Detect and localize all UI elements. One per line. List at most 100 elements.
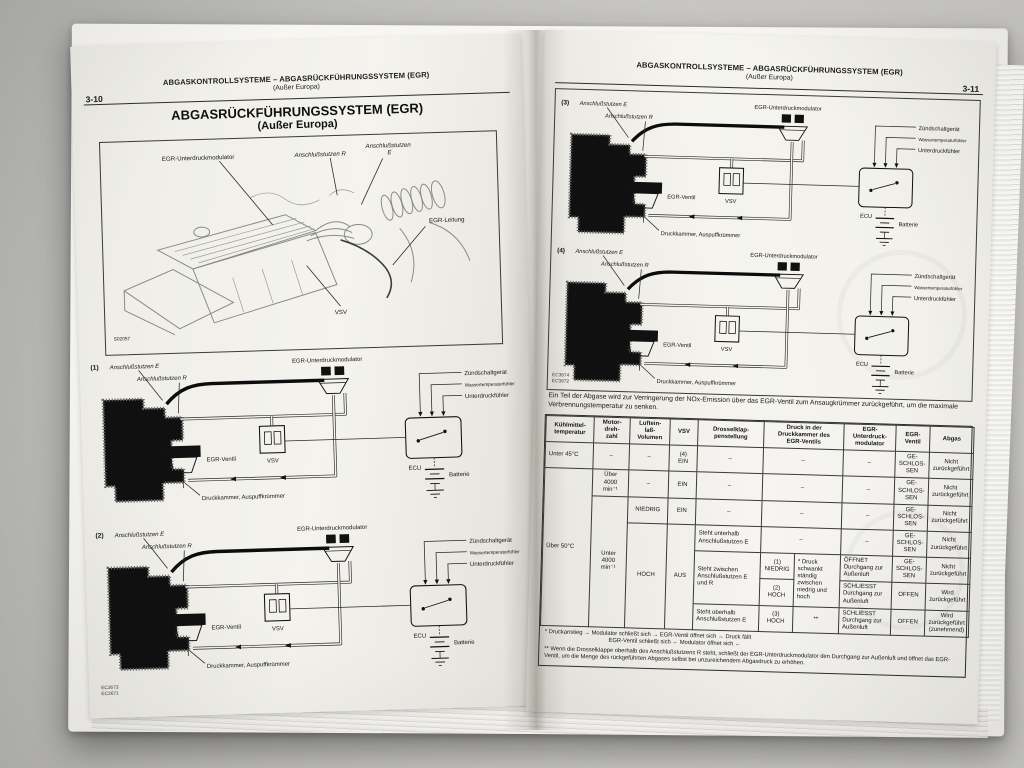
vacuum-sensor-label: Unterdruckfühler <box>918 148 960 155</box>
battery-symbol <box>429 625 450 666</box>
leader-line <box>602 255 625 286</box>
flow-arrow <box>235 644 242 650</box>
pipe-modulator-to-valve <box>644 290 790 369</box>
egr-vacuum-modulator <box>772 262 805 289</box>
egr-operation-table: Kühlmittel- temperatur Motor- dreh- zahl… <box>540 415 975 638</box>
egr-vacuum-modulator <box>316 366 350 395</box>
intake-manifold-shape <box>106 565 191 672</box>
col-throttle: Drosselklap- penstellung <box>697 419 765 448</box>
port-e-label: Anschlußstutzen E <box>114 532 166 540</box>
ecu-label: ECU <box>408 466 421 472</box>
engine-port-e-label: Anschlußstutzen <box>364 142 411 150</box>
pipe-port-e-to-modulator <box>170 546 330 574</box>
schematic-1: (1) <box>86 346 524 511</box>
pipe-port-e-to-modulator <box>626 270 781 291</box>
schematics-figure-box: (3) <box>546 88 981 402</box>
leader-line <box>642 121 646 151</box>
water-temp-label: Wassertemperaturfühler <box>914 285 963 291</box>
port-r-label: Anschlußstutzen R <box>600 261 649 268</box>
ecu-label: ECU <box>413 634 426 640</box>
ignition-label: Zündschaltgerät <box>469 538 512 545</box>
schematic-3: (3) <box>554 93 974 250</box>
leader-line <box>188 649 206 664</box>
flow-arrow <box>688 214 695 220</box>
leader-line <box>143 538 168 569</box>
engine-port-r-label: Anschlußstutzen R <box>293 150 346 159</box>
battery-label: Batterie <box>454 640 475 647</box>
battery-symbol <box>424 457 445 498</box>
vsv-component <box>714 315 740 343</box>
vsv-component <box>258 425 286 454</box>
ecu-input-lines <box>418 371 463 417</box>
ecu-component <box>858 167 914 209</box>
modulator-label: EGR-Unterdruckmodulator <box>754 105 822 113</box>
ecu-input-lines <box>423 539 468 585</box>
engine-figure: EGR-Unterdruckmodulator Anschlußstutzen … <box>98 130 504 356</box>
figure-codes: EC3674 EC3672 <box>551 373 570 385</box>
col-rpm: Motor- dreh- zahl <box>593 416 631 445</box>
engine-modulator-label: EGR-Unterdruckmodulator <box>162 154 235 163</box>
vsv-label: VSV <box>267 458 279 464</box>
pressure-chamber-label: Druckkammer, Auspuffkrümmer <box>207 662 290 670</box>
col-vsv: VSV <box>669 418 699 446</box>
engine-port-e-label2: E <box>387 149 392 156</box>
egr-valve-label: EGR-Ventil <box>667 194 695 201</box>
vacuum-sensor-label: Unterdruckfühler <box>465 393 509 400</box>
battery-label: Batterie <box>898 222 918 229</box>
engine-line-art: EGR-Unterdruckmodulator Anschlußstutzen … <box>114 142 471 343</box>
port-e-label: Anschlußstutzen E <box>574 249 623 256</box>
pipe-port-e-to-modulator <box>165 378 325 406</box>
pressure-chamber-label: Druckkammer, Auspuffkrümmer <box>657 379 737 387</box>
water-temp-label: Wassertemperaturfühler <box>470 549 521 555</box>
water-temp-label: Wassertemperaturfühler <box>918 137 967 143</box>
modulator-label: EGR-Unterdruckmodulator <box>292 357 362 365</box>
battery-symbol <box>875 207 895 246</box>
schematic-index-label: (2) <box>95 533 103 540</box>
schematic-4: (4) <box>550 241 970 398</box>
ecu-label: ECU <box>860 214 872 220</box>
water-temp-label: Wassertemperaturfühler <box>465 381 516 387</box>
flow-arrow <box>280 475 286 480</box>
ecu-component <box>404 416 463 459</box>
egr-valve-component <box>168 613 206 657</box>
egr-vacuum-modulator <box>321 534 355 563</box>
vsv-component <box>718 167 745 195</box>
page-number: 3-11 <box>962 83 980 94</box>
ignition-label: Zündschaltgerät <box>919 126 960 133</box>
pipe-modulator-to-valve <box>187 395 338 482</box>
intake-manifold-shape <box>567 132 648 235</box>
port-e-label: Anschlußstutzen E <box>109 364 161 372</box>
port-e-label: Anschlußstutzen E <box>579 101 628 108</box>
col-exhaust: Abgas <box>929 426 975 454</box>
ecu-component <box>853 315 910 357</box>
flow-arrow <box>684 362 691 367</box>
port-r-label: Anschlußstutzen R <box>136 375 188 383</box>
modulator-label: EGR-Unterdruckmodulator <box>297 525 367 533</box>
vsv-label: VSV <box>272 626 284 632</box>
col-modulator: EGR- Unterdruck- modulator <box>843 423 897 452</box>
egr-vacuum-schematic: (2) <box>95 525 521 672</box>
battery-symbol <box>871 355 890 394</box>
engine-vsv-label: VSV <box>335 309 348 316</box>
col-chamber-pressure: Druck in der Druckkammer des EGR-Ventils <box>763 421 845 451</box>
pressure-chamber-label: Druckkammer, Auspuffkrümmer <box>202 494 285 502</box>
ecu-label: ECU <box>856 362 868 368</box>
ignition-label: Zündschaltgerät <box>914 274 955 281</box>
egr-valve-label: EGR-Ventil <box>663 342 691 349</box>
schematic-index-label: (3) <box>561 99 569 106</box>
ecu-input-lines <box>868 273 912 316</box>
page-3-10: ABGASKONTROLLSYSTEME – ABGASRÜCKFÜHRUNGS… <box>70 33 540 719</box>
vsv-label: VSV <box>721 347 733 353</box>
vacuum-sensor-label: Unterdruckfühler <box>470 561 514 568</box>
wire-vsv-ecu <box>739 330 855 335</box>
vsv-label: VSV <box>725 199 737 205</box>
col-intake-volume: Luftein- laß- Volumen <box>629 417 671 446</box>
egr-valve-component <box>622 329 659 371</box>
battery-label: Batterie <box>449 472 470 479</box>
port-r-label: Anschlußstutzen R <box>141 543 193 551</box>
flow-arrow <box>736 215 743 221</box>
egr-valve-component <box>626 181 663 223</box>
egr-operation-table-frame: Kühlmittel- temperatur Motor- dreh- zahl… <box>537 413 975 678</box>
col-egr-valve: EGR- Ventil <box>895 425 931 453</box>
